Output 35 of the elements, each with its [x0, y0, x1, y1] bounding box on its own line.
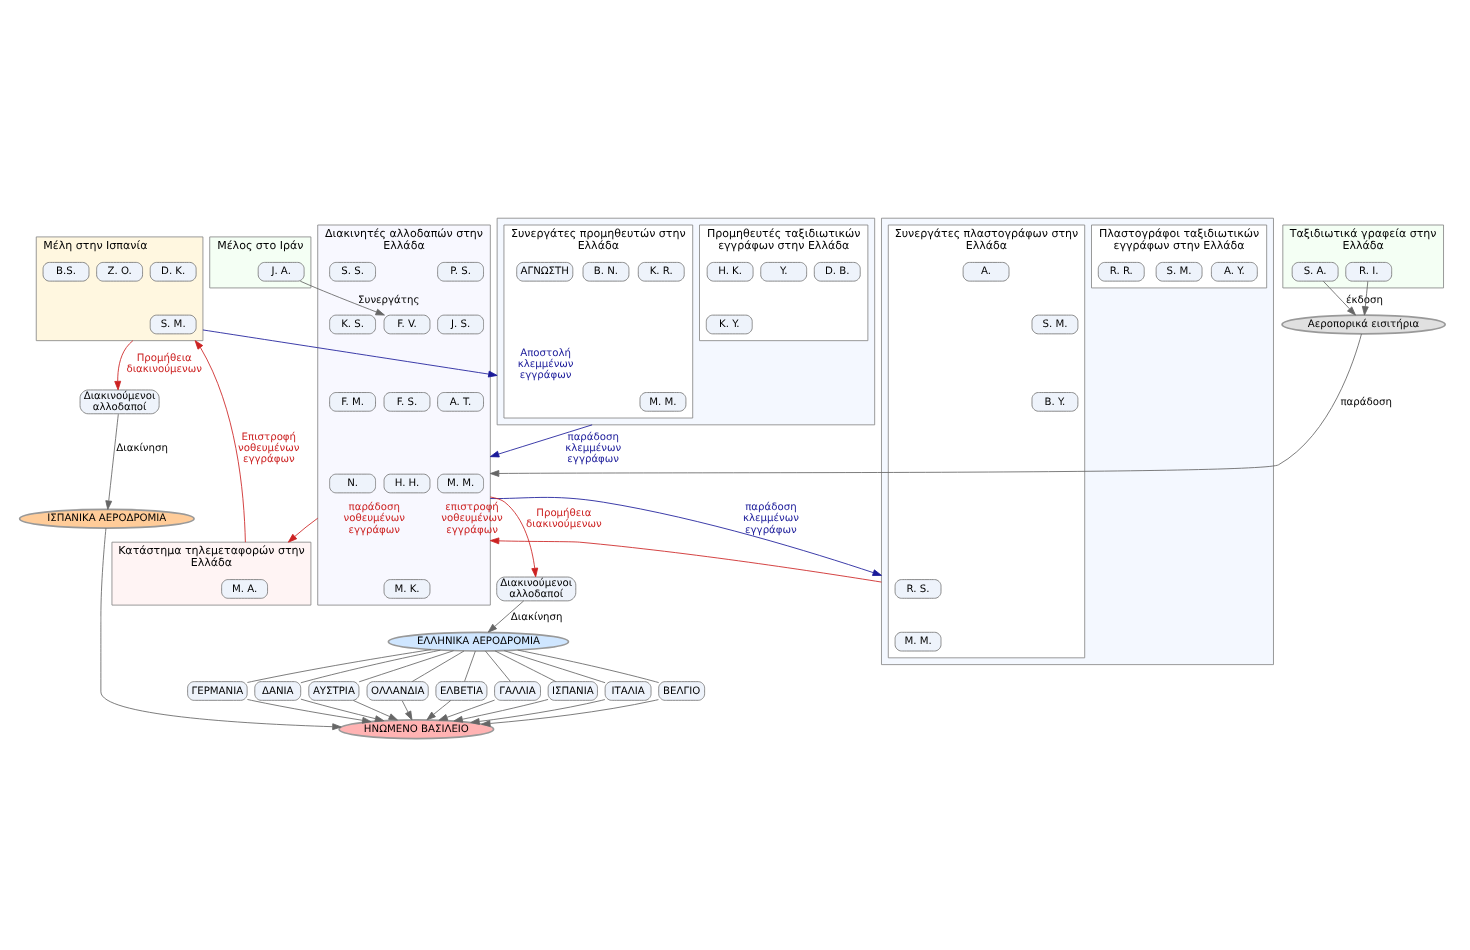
arrow: [299, 280, 385, 316]
arrow: [287, 517, 319, 543]
connector: [503, 650, 606, 684]
connector: [464, 650, 476, 682]
arrow: [105, 413, 119, 510]
connector: [411, 650, 465, 682]
arrow: [1361, 280, 1369, 316]
arrow: [1322, 280, 1356, 316]
cluster: [881, 217, 1274, 666]
arrow: [401, 700, 413, 721]
connector: [494, 650, 557, 682]
arrow: [453, 699, 549, 723]
arrow: [194, 340, 246, 543]
connector: [246, 649, 432, 683]
arrow: [426, 700, 452, 721]
arrow: [353, 700, 398, 721]
arrow: [114, 340, 134, 391]
arrow: [489, 424, 593, 458]
arrow: [489, 537, 882, 583]
arrow: [300, 698, 385, 722]
arrow: [438, 699, 495, 721]
arrow: [489, 496, 539, 578]
arrow: [487, 600, 525, 633]
connector: [517, 649, 660, 683]
arrow: [100, 527, 342, 731]
arrow: [489, 333, 1362, 477]
arrow: [202, 329, 498, 378]
arrow: [489, 497, 882, 576]
arrow: [470, 699, 606, 725]
arrow: [481, 699, 659, 727]
connector: [358, 650, 454, 683]
connector: [485, 650, 511, 682]
cluster: [496, 217, 876, 426]
connector: [300, 649, 441, 684]
arrow: [246, 699, 372, 724]
